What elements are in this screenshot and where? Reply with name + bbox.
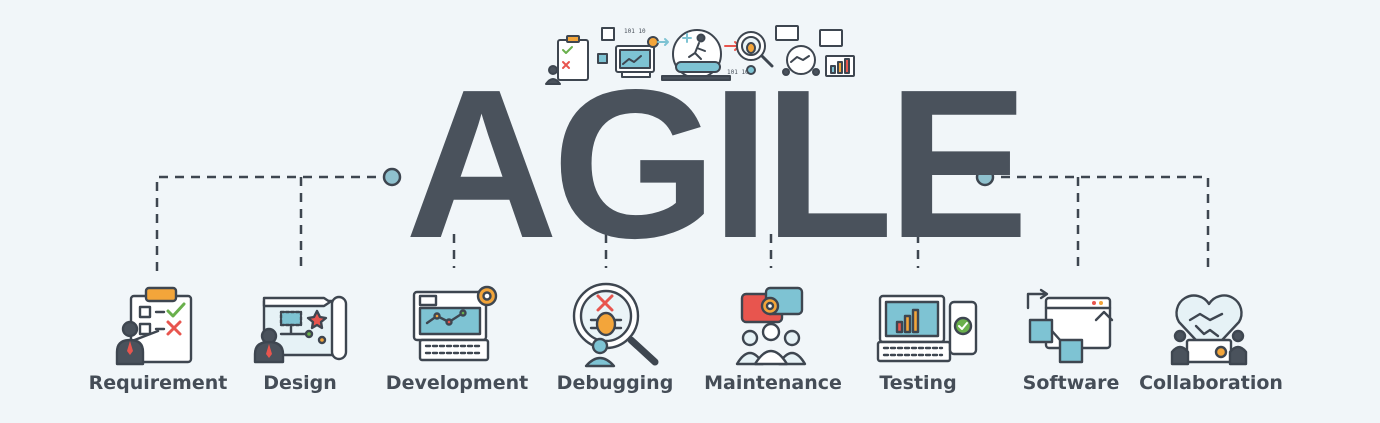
stage-label-development: Development xyxy=(385,372,529,394)
handshake-icon xyxy=(782,45,820,76)
laptop-code-icon xyxy=(412,285,498,362)
chat-window-icon xyxy=(775,25,799,41)
arrow-icon xyxy=(657,38,669,46)
browser-blocks-icon xyxy=(1026,288,1114,364)
headline: AGILE xyxy=(405,45,1029,282)
monitor-icon xyxy=(615,36,659,78)
chart-board-icon xyxy=(825,55,855,77)
window-icon xyxy=(601,27,615,41)
blueprint-icon xyxy=(253,295,348,364)
checklist-presenter-icon xyxy=(115,286,193,366)
stage-label-software: Software xyxy=(1022,372,1120,394)
laptop-phone-check-icon xyxy=(876,294,978,363)
binary-text-left: 101 10 xyxy=(624,28,646,35)
team-chat-gear-icon xyxy=(735,286,807,366)
handshake-heart-icon xyxy=(1170,294,1248,366)
bug-icon xyxy=(736,31,774,75)
stage-label-collaboration: Collaboration xyxy=(1139,372,1283,394)
stage-label-testing: Testing xyxy=(879,372,957,394)
stage-label-requirement: Requirement xyxy=(88,372,228,394)
board-icon xyxy=(819,29,843,47)
left-node xyxy=(382,167,402,187)
magnifier-bug-icon xyxy=(572,282,659,368)
stage-label-debugging: Debugging xyxy=(556,372,674,394)
stage-label-maintenance: Maintenance xyxy=(704,372,842,394)
runner-icon xyxy=(661,29,731,81)
checklist-icon xyxy=(545,35,589,85)
stage-label-design: Design xyxy=(263,372,337,394)
right-node xyxy=(975,167,995,187)
cube-icon xyxy=(597,53,608,64)
binary-text-right: 101 10 xyxy=(727,69,749,76)
